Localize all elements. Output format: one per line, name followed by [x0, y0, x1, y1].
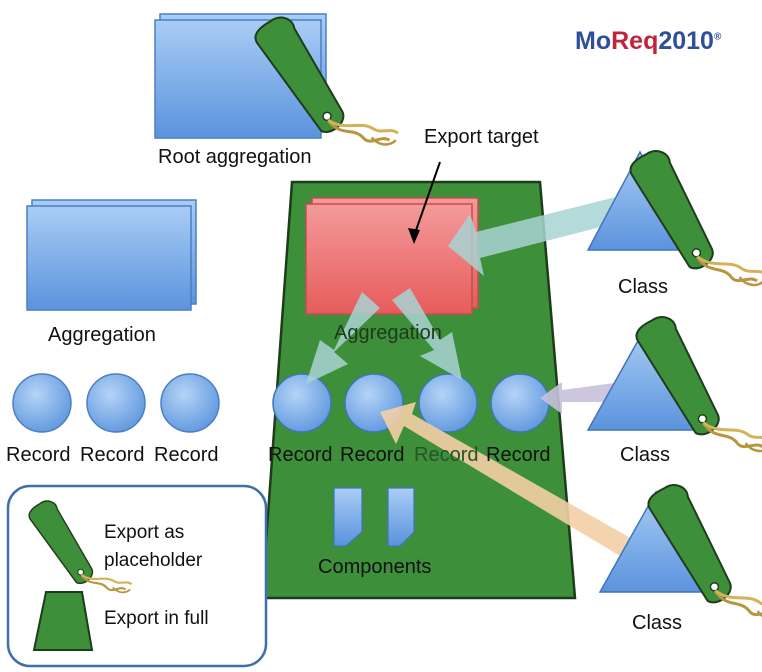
inner-aggregation-label: Aggregation — [334, 322, 442, 344]
class-label: Class — [618, 276, 669, 298]
export-target-label: Export target — [424, 126, 539, 148]
aggregation-label: Aggregation — [48, 324, 156, 346]
document-icon — [333, 487, 363, 547]
components-label: Components — [318, 556, 432, 578]
record-circle — [12, 373, 72, 433]
legend-full-label: Export in full — [104, 608, 209, 629]
teal-arrow — [448, 196, 628, 276]
inner-record-circle — [418, 373, 478, 433]
inner-record-label: Record — [414, 444, 479, 466]
inner-record-label: Record — [340, 444, 405, 466]
record-label: Record — [154, 444, 219, 466]
teal-arrow — [306, 292, 380, 384]
record-circle — [160, 373, 220, 433]
inner-record-circle — [490, 373, 550, 433]
inner-record-label: Record — [486, 444, 551, 466]
record-circle — [86, 373, 146, 433]
record-label: Record — [80, 444, 145, 466]
moreq2010-logo: MoReq2010® — [575, 27, 721, 56]
legend-placeholder-label-line1: Export as — [104, 522, 185, 543]
root-aggregation-label: Root aggregation — [158, 146, 312, 168]
export-target-folder-icon — [305, 197, 479, 315]
logo-registered-mark: ® — [713, 31, 722, 43]
class-label: Class — [620, 444, 671, 466]
inner-record-circle — [272, 373, 332, 433]
peach-arrow — [380, 402, 648, 568]
class-label: Class — [632, 612, 683, 634]
inner-record-label: Record — [268, 444, 333, 466]
legend-placeholder-label-line2: placeholder — [104, 550, 203, 571]
purple-arrow — [540, 382, 624, 414]
teal-arrow — [392, 288, 462, 380]
logo-year: 2010 — [658, 27, 714, 55]
pointer-arrow — [413, 161, 441, 237]
logo-mo: Mo — [575, 27, 612, 55]
record-label: Record — [6, 444, 71, 466]
logo-req: Req — [611, 27, 659, 55]
legend-trapezoid-icon — [32, 591, 94, 651]
aggregation-folder-icon — [26, 199, 197, 311]
document-icon — [387, 487, 415, 547]
pointer-arrowhead — [408, 228, 420, 244]
